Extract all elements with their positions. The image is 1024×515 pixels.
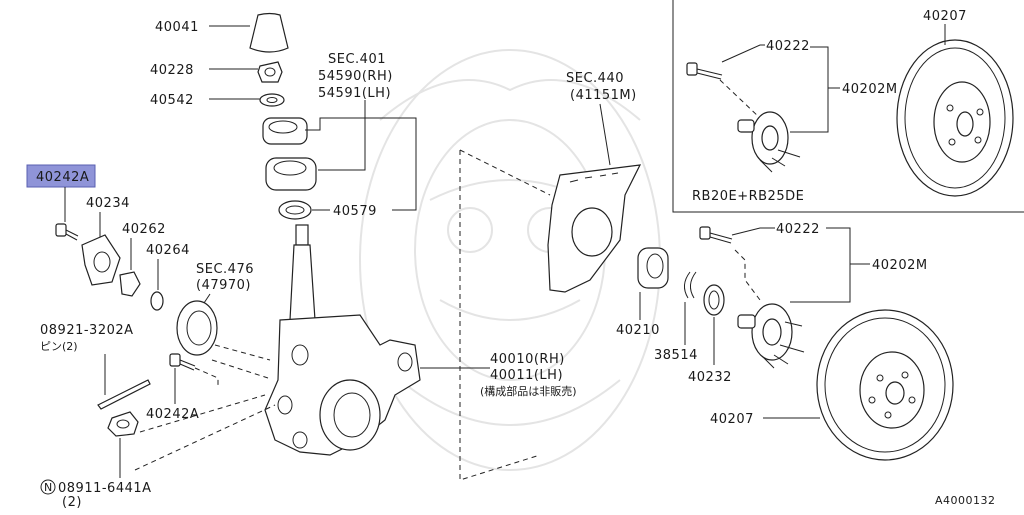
label-40264[interactable]: 40264 bbox=[146, 243, 190, 258]
washer bbox=[259, 93, 285, 107]
brake-disc bbox=[816, 309, 954, 461]
wheel-hub bbox=[737, 303, 805, 369]
label-40242a-top[interactable]: 40242A bbox=[36, 170, 89, 185]
pin-qty-label: ピン(2) bbox=[40, 340, 78, 353]
sec440-code[interactable]: (41151M) bbox=[570, 88, 637, 103]
hub-seal bbox=[703, 284, 725, 316]
inset-hub-bolt bbox=[686, 62, 723, 80]
hub-nut bbox=[257, 61, 283, 83]
inset-40202m-bracket bbox=[790, 46, 829, 133]
label-40234[interactable]: 40234 bbox=[86, 196, 130, 211]
sec401-rh-label[interactable]: 54590(RH) bbox=[318, 69, 393, 84]
nut-circle-mark bbox=[40, 479, 56, 495]
small-bolt-top bbox=[55, 223, 79, 241]
label-40262[interactable]: 40262 bbox=[122, 222, 166, 237]
knuckle-lh-label[interactable]: 40011(LH) bbox=[490, 368, 563, 383]
knuckle-rh-label[interactable]: 40010(RH) bbox=[490, 352, 565, 367]
bracket-40202m bbox=[790, 227, 851, 303]
sec401-lh-label[interactable]: 54591(LH) bbox=[318, 86, 391, 101]
cotter-pin bbox=[97, 379, 151, 410]
leader-sec440 bbox=[599, 103, 611, 166]
inset-frame bbox=[672, 0, 1024, 213]
label-40242a-bottom[interactable]: 40242A bbox=[146, 407, 199, 422]
spacer-40262 bbox=[119, 271, 141, 297]
nut-qty-label: (2) bbox=[62, 495, 82, 510]
dust-cap bbox=[249, 12, 289, 53]
bolt-dashline-lower bbox=[734, 249, 761, 301]
sec476-label[interactable]: SEC.476 bbox=[196, 262, 254, 277]
label-40232[interactable]: 40232 bbox=[688, 370, 732, 385]
label-40202m-lower[interactable]: 40202M bbox=[872, 258, 928, 273]
knuckle-note: (構成部品は非販売) bbox=[480, 384, 577, 398]
sec401-label[interactable]: SEC.401 bbox=[328, 52, 386, 67]
nut-code-label[interactable]: 08911-6441A bbox=[58, 481, 152, 496]
inner-bearing bbox=[265, 157, 317, 191]
washer-40264 bbox=[150, 291, 164, 311]
pin-code-label[interactable]: 08921-3202A bbox=[40, 323, 134, 338]
sec401-bracket bbox=[305, 117, 417, 211]
inset-brake-disc bbox=[896, 39, 1014, 197]
label-40228[interactable]: 40228 bbox=[150, 63, 194, 78]
castle-nut bbox=[107, 411, 139, 437]
inset-bolt-dashline bbox=[719, 79, 761, 119]
label-40210[interactable]: 40210 bbox=[616, 323, 660, 338]
inset-engine-label: RB20E+RB25DE bbox=[692, 189, 804, 204]
label-40222-lower[interactable]: 40222 bbox=[776, 222, 820, 237]
label-38514[interactable]: 38514 bbox=[654, 348, 698, 363]
wheel-bearing bbox=[637, 247, 669, 289]
leader-40222-lower bbox=[731, 227, 775, 236]
label-40542[interactable]: 40542 bbox=[150, 93, 194, 108]
bolt-dashline bbox=[194, 367, 219, 385]
ball-joint-ring bbox=[176, 300, 218, 356]
sensor-bracket bbox=[81, 234, 121, 286]
sec401-leader bbox=[318, 100, 366, 171]
inset-label-40207[interactable]: 40207 bbox=[923, 9, 967, 24]
label-40579[interactable]: 40579 bbox=[333, 204, 377, 219]
outer-bearing bbox=[262, 117, 308, 145]
inset-40222-leader bbox=[721, 44, 765, 63]
label-40041[interactable]: 40041 bbox=[155, 20, 199, 35]
label-40207-lower[interactable]: 40207 bbox=[710, 412, 754, 427]
steering-knuckle bbox=[264, 224, 421, 456]
sec440-label[interactable]: SEC.440 bbox=[566, 71, 624, 86]
inset-hub bbox=[737, 111, 801, 173]
grease-seal bbox=[278, 200, 312, 220]
hub-bolt bbox=[699, 226, 733, 244]
highlight-box bbox=[26, 164, 96, 188]
watermark-emblem bbox=[359, 49, 661, 471]
diagram-code: A4000132 bbox=[935, 494, 996, 507]
nut-prefix: N bbox=[44, 481, 53, 494]
inset-label-40222[interactable]: 40222 bbox=[766, 39, 810, 54]
inset-label-40202m[interactable]: 40202M bbox=[842, 82, 898, 97]
sec476-dashline bbox=[211, 344, 271, 379]
snap-ring bbox=[684, 271, 691, 299]
sec476-code[interactable]: (47970) bbox=[196, 278, 251, 293]
small-bolt-bottom bbox=[169, 353, 196, 371]
shield-dashline bbox=[459, 149, 551, 481]
nut-dashline bbox=[134, 394, 276, 471]
dust-shield bbox=[547, 164, 642, 293]
